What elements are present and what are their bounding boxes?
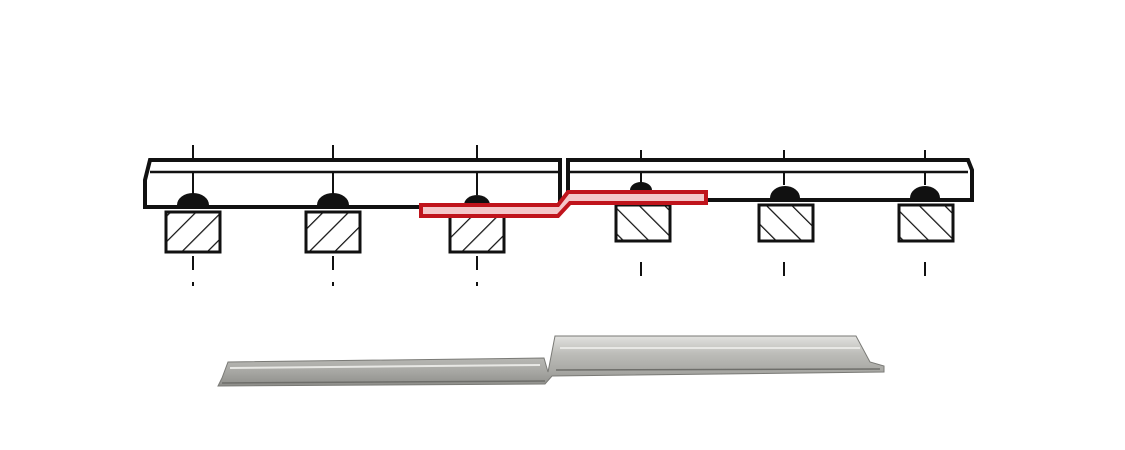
step-plate-photo <box>217 335 885 387</box>
left-rail <box>143 158 562 209</box>
fastener-domes <box>177 182 940 205</box>
sleepers <box>164 203 955 254</box>
step-plate-highlight <box>419 190 708 218</box>
